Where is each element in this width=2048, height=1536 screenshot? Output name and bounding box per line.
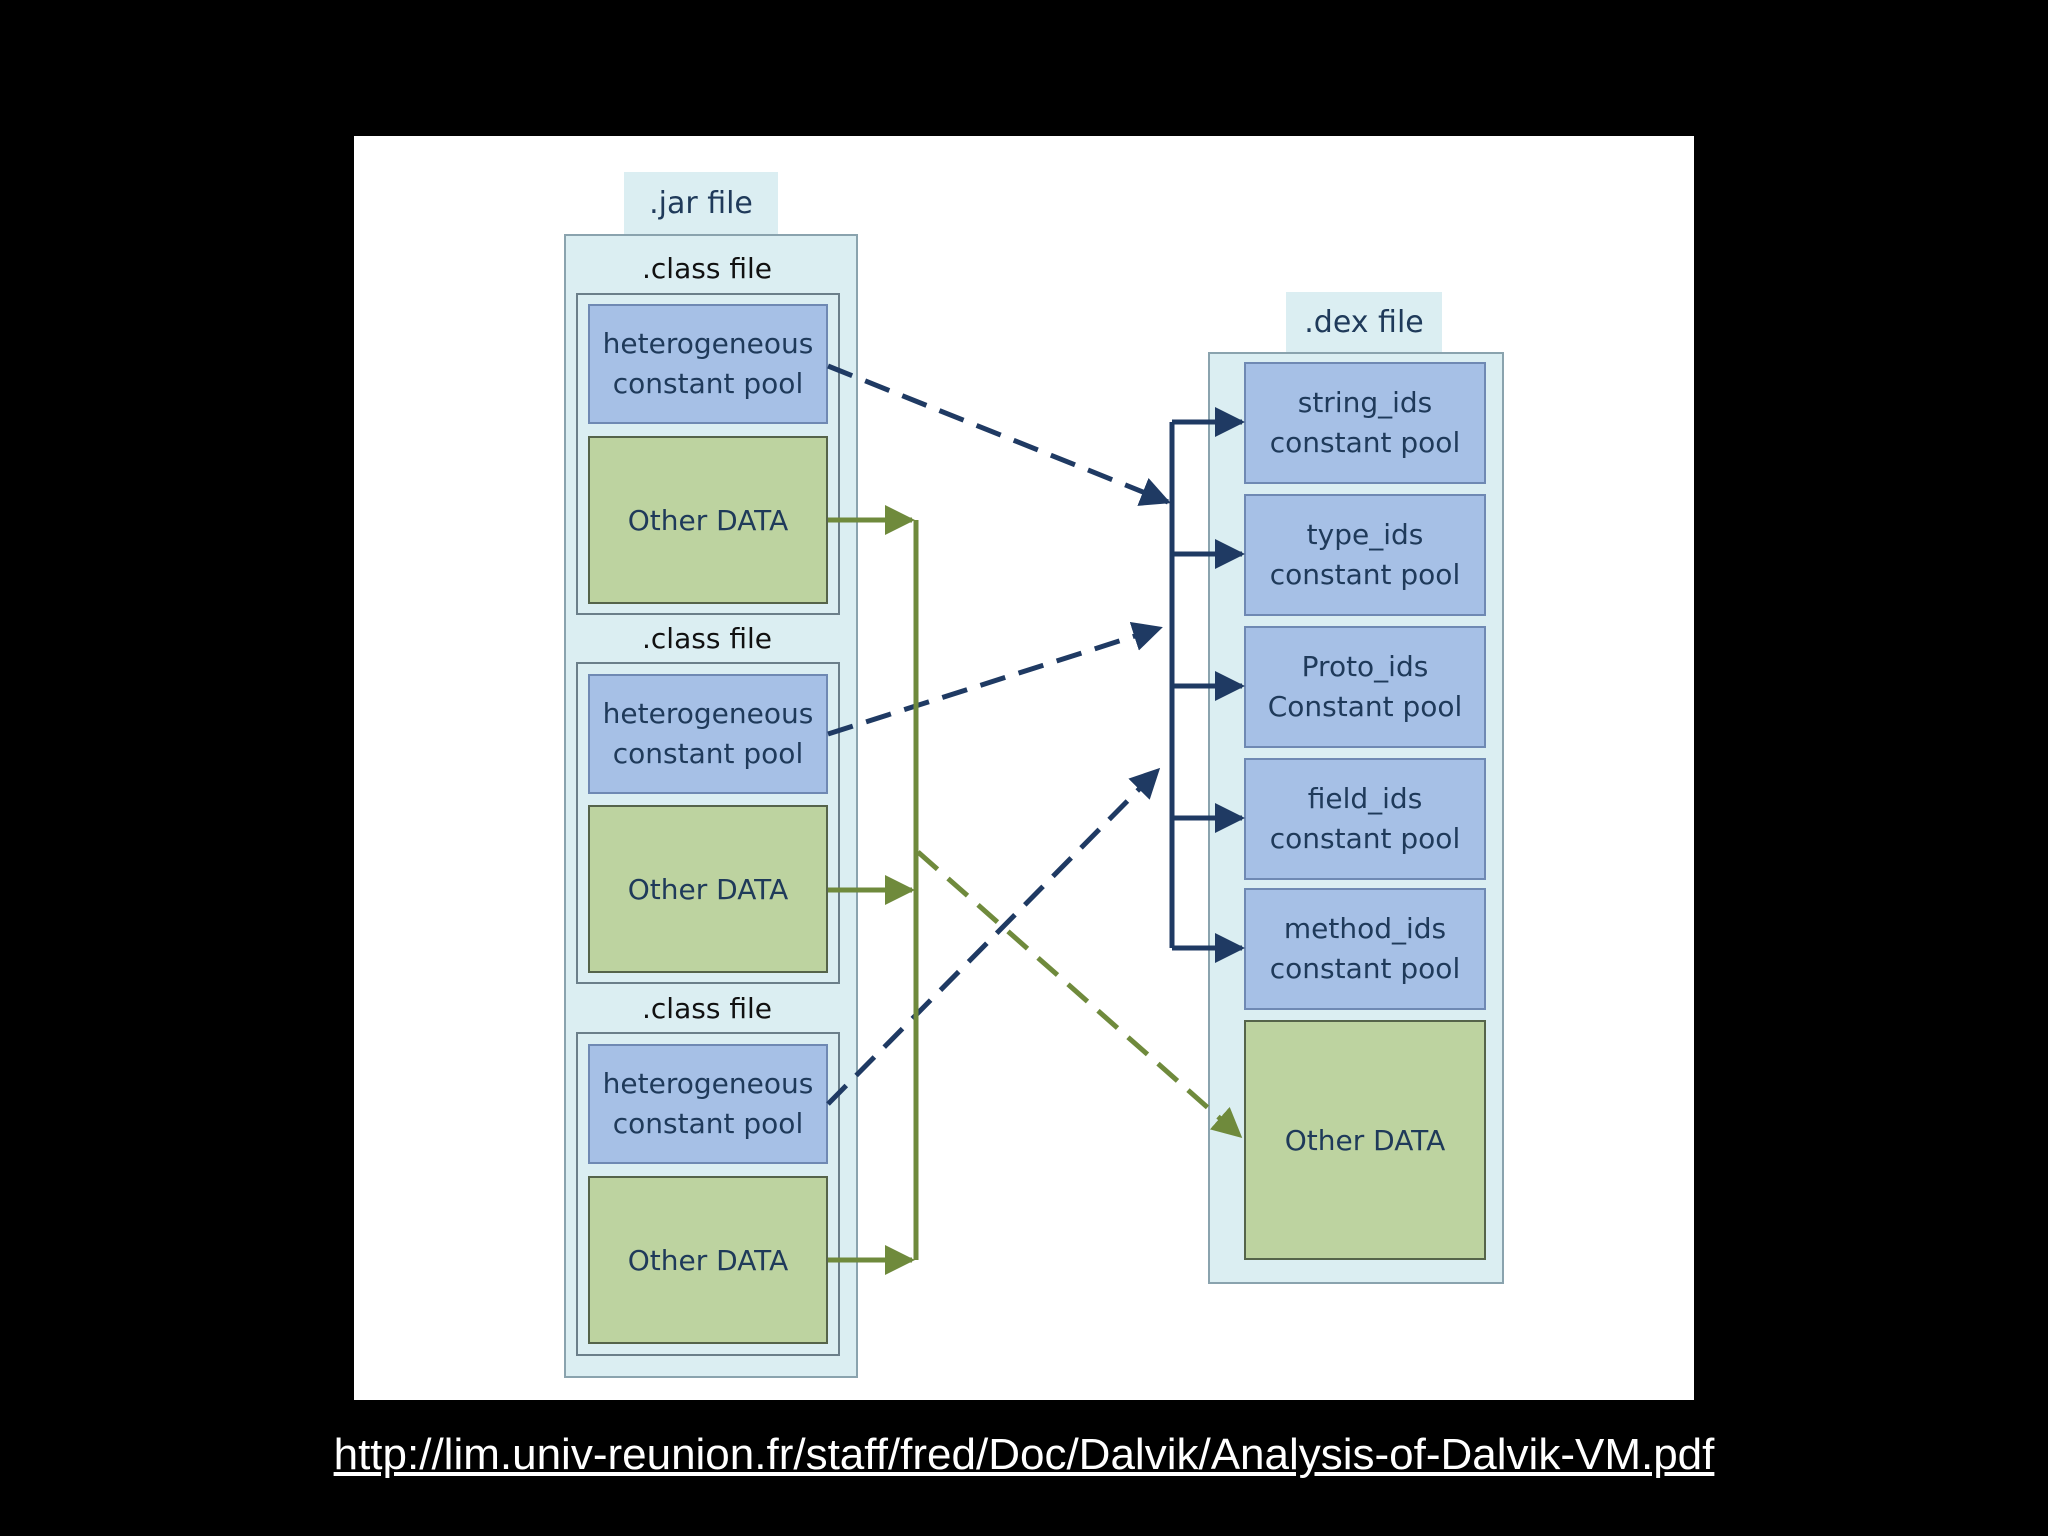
dex-file-tab: .dex file <box>1286 292 1442 352</box>
collector-to-dex-data-arrow <box>916 850 1243 1138</box>
class-file-label: .class file <box>642 992 772 1025</box>
jar-other-data: Other DATA <box>588 805 828 973</box>
jar-other-data: Other DATA <box>588 1176 828 1344</box>
jar-other-data: Other DATA <box>588 436 828 604</box>
dex-other-data: Other DATA <box>1244 1020 1486 1260</box>
class-file-label: .class file <box>642 252 772 285</box>
class-file-label: .class file <box>642 622 772 655</box>
pool-to-dex-arrow <box>826 767 1161 1106</box>
class-file-box <box>576 1032 840 1356</box>
jar-file-title: .jar file <box>649 185 753 221</box>
pool-to-dex-arrow <box>827 621 1163 737</box>
dex-file-title: .dex file <box>1304 304 1424 340</box>
jar-file-tab: .jar file <box>624 172 778 234</box>
class-file-box <box>576 293 840 615</box>
class-file-box <box>576 662 840 984</box>
pool-to-dex-arrow <box>827 363 1171 506</box>
source-url-link[interactable]: http://lim.univ-reunion.fr/staff/fred/Do… <box>333 1430 1715 1479</box>
